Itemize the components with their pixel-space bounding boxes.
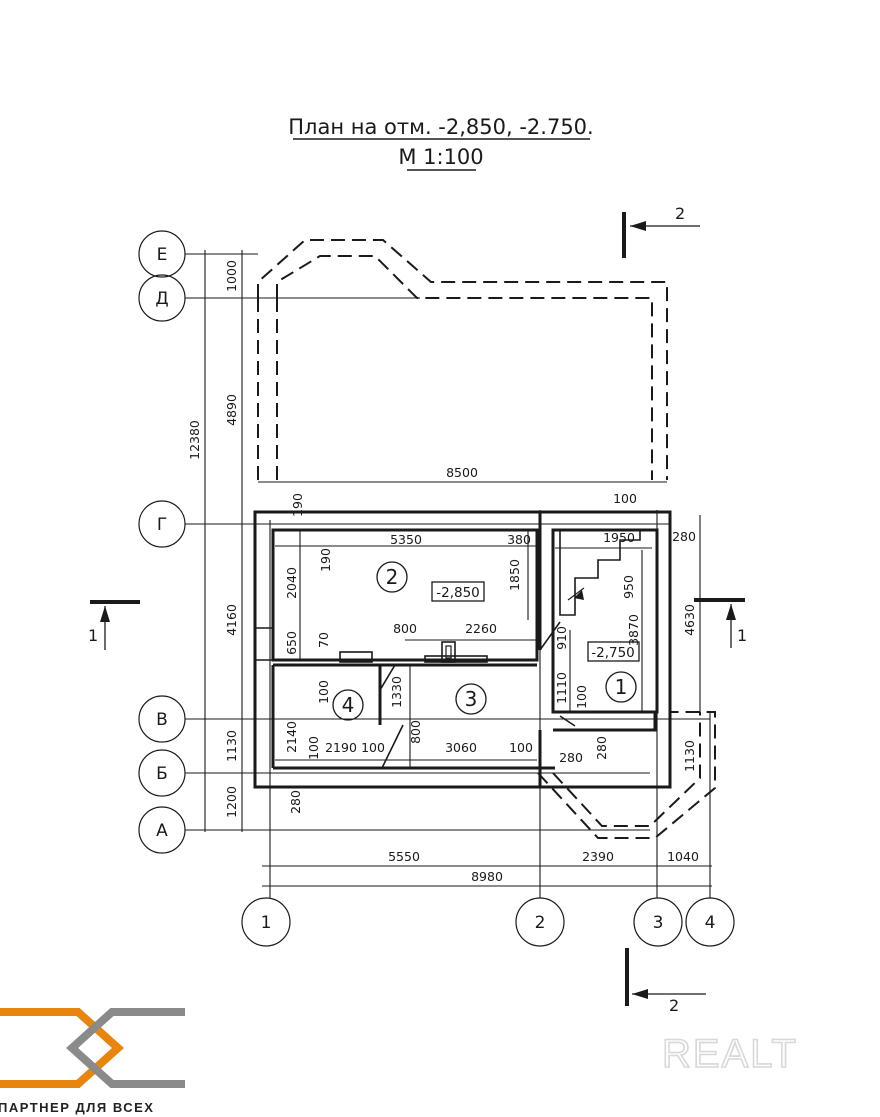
dimension-value: 190: [290, 493, 305, 517]
axis-label: 4: [705, 913, 716, 933]
dimension-value: 100: [509, 740, 533, 755]
dimension-value: 100: [316, 680, 331, 704]
dim-bottom-b: 2390: [582, 849, 614, 864]
dimension-value: 1950: [603, 530, 635, 545]
dimension-value: 2040: [284, 567, 299, 599]
dimension-value: 280: [288, 790, 303, 814]
dimension-value: 190: [318, 548, 333, 572]
upper-floor-outline: [257, 239, 716, 839]
dimension-value: 280: [594, 736, 609, 760]
dim-left-overall: 12380: [187, 420, 202, 460]
dimension-value: 100: [306, 736, 321, 760]
dimension-value: 2140: [284, 721, 299, 753]
room-markers: 2 3 4 1: [332, 561, 637, 721]
column-axis-markers: 1 2 3 4: [241, 897, 735, 947]
room-number: 2: [386, 565, 399, 589]
dim-bottom-total: 8980: [471, 869, 503, 884]
dimension-value: 100: [361, 740, 385, 755]
dimension-value: 70: [316, 632, 331, 648]
dimension-value: 800: [393, 621, 417, 636]
dim-left-upper-b: 4890: [224, 394, 239, 426]
dimension-value: 2190: [325, 740, 357, 755]
plan-title: План на отм. -2,850, -2.750.: [288, 115, 593, 139]
room-number: 4: [342, 693, 355, 717]
dimension-value: 380: [507, 532, 531, 547]
level-label: -2,750: [591, 645, 635, 661]
dimension-value: 100: [613, 491, 637, 506]
axis-label: Е: [157, 245, 168, 265]
axis-label: Б: [156, 764, 168, 784]
axis-label: 1: [261, 913, 272, 933]
plan-scale: М 1:100: [398, 145, 483, 169]
dimension-value: 910: [554, 626, 569, 650]
level-label: -2,850: [436, 585, 480, 601]
dimension-value: 100: [574, 685, 589, 709]
dim-left-upper-a: 1000: [224, 260, 239, 292]
brand-tagline: ПАРТНЕР ДЛЯ ВСЕХ: [0, 1100, 154, 1115]
room-number: 1: [615, 675, 628, 699]
brand-logo: ПАРТНЕР ДЛЯ ВСЕХ: [0, 1008, 185, 1115]
dim-left-middle: 4160: [224, 604, 239, 636]
section-label: 2: [675, 204, 685, 223]
dim-right-b: 4630: [682, 604, 697, 636]
basement-walls: [253, 510, 672, 789]
row-axis-markers: Е Д Г В Б А: [138, 230, 186, 854]
section-label: 2: [669, 996, 679, 1015]
dimension-lines: [204, 250, 712, 887]
axis-label: 3: [653, 913, 664, 933]
dim-right-c: 1130: [682, 740, 697, 772]
dim-top-width: 8500: [446, 465, 478, 480]
dimension-texts: 12380 1000 4890 4160 1130 1200 8500 5550…: [187, 260, 699, 884]
dimension-value: 3870: [626, 614, 641, 646]
axis-label: 2: [535, 913, 546, 933]
dim-bottom-c: 1040: [667, 849, 699, 864]
axis-label: Г: [157, 515, 167, 535]
dimension-value: 950: [621, 575, 636, 599]
axis-label: В: [156, 710, 168, 730]
dimension-value: 1110: [554, 672, 569, 704]
dimension-value: 650: [284, 631, 299, 655]
section-label: 1: [88, 626, 98, 645]
dimension-value: 1850: [507, 559, 522, 591]
axis-label: Д: [155, 289, 168, 309]
dimension-value: 5350: [390, 532, 422, 547]
dimension-value: 800: [408, 720, 423, 744]
dim-bottom-a: 5550: [388, 849, 420, 864]
dim-right-a: 280: [672, 529, 696, 544]
watermark: REALT: [662, 1032, 798, 1076]
section-label: 1: [737, 626, 747, 645]
dimension-value: 3060: [445, 740, 477, 755]
dimension-value: 1330: [389, 676, 404, 708]
axis-label: А: [156, 821, 168, 841]
dimension-value: 2260: [465, 621, 497, 636]
section-marks: 2 2 1 1: [88, 204, 747, 1015]
room-number: 3: [465, 687, 478, 711]
dim-left-lower-a: 1130: [224, 730, 239, 762]
level-marks: -2,850 -2,750: [431, 581, 640, 662]
dim-left-lower-b: 1200: [224, 786, 239, 818]
dimension-value: 280: [559, 750, 583, 765]
